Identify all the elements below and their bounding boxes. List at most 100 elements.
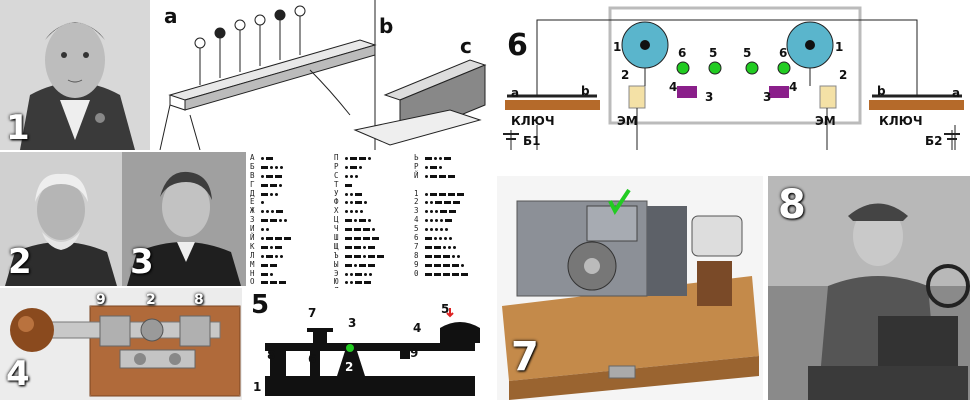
- diagram-num: 1: [613, 40, 622, 54]
- morse-dash: [430, 165, 437, 169]
- morse-row: 5: [414, 224, 470, 234]
- morse-dot: [461, 263, 464, 267]
- morse-dot: [449, 236, 452, 240]
- morse-dot: [425, 210, 428, 214]
- morse-dash: [430, 174, 437, 178]
- morse-dot: [425, 219, 428, 223]
- morse-dash: [359, 219, 366, 223]
- morse-dash: [363, 228, 370, 232]
- morse-dash: [345, 219, 352, 223]
- morse-row: Ш: [334, 233, 386, 243]
- part-label: 2: [345, 360, 354, 374]
- morse-row: Ц: [334, 215, 386, 225]
- portrait-2-image: [0, 152, 122, 286]
- morse-row: И: [250, 224, 293, 234]
- panel-number: 3: [130, 242, 154, 282]
- part-label: 9: [96, 292, 106, 308]
- morse-dot: [439, 165, 442, 169]
- circuit-diagram-image: [503, 6, 964, 150]
- morse-dot: [360, 210, 363, 214]
- contact-label-b: b: [877, 84, 886, 98]
- morse-dash: [266, 174, 273, 178]
- diagram-num: 5: [743, 46, 752, 60]
- morse-dash: [354, 228, 361, 232]
- part-label: 2: [146, 292, 156, 308]
- part-label: 1: [253, 380, 262, 394]
- morse-dash: [439, 174, 446, 178]
- em-label-right: ЭМ: [815, 114, 836, 128]
- morse-letter: Ш: [334, 233, 339, 243]
- morse-dash: [443, 272, 450, 276]
- morse-dot: [350, 210, 353, 214]
- morse-dash: [270, 219, 277, 223]
- morse-row: Ъ: [334, 250, 386, 261]
- key-schematic-image: [265, 308, 480, 396]
- telegraph-apparatus-image: [497, 176, 763, 400]
- diagram-num: 3: [705, 90, 714, 104]
- morse-letter: К: [250, 241, 255, 251]
- morse-dot: [457, 254, 460, 258]
- morse-dot: [355, 210, 358, 214]
- telegraph-key-panel: 4 9 2 8: [0, 288, 242, 400]
- morse-dash: [439, 192, 446, 196]
- morse-letter: 5: [414, 224, 419, 234]
- morse-dot: [369, 272, 372, 276]
- key-label-left: КЛЮЧ: [511, 114, 555, 128]
- morse-dot: [280, 165, 283, 169]
- morse-dash: [434, 254, 441, 258]
- morse-dot: [425, 174, 428, 178]
- morse-dot: [372, 228, 375, 232]
- morse-dash: [425, 263, 432, 267]
- morse-dot: [425, 228, 428, 232]
- morse-row: П: [334, 153, 386, 163]
- morse-dash: [345, 245, 352, 249]
- morse-letter: 3: [414, 206, 419, 216]
- morse-letter: Д: [250, 188, 255, 198]
- morse-dot: [430, 228, 433, 232]
- morse-dash: [377, 254, 384, 258]
- morse-dot: [266, 210, 269, 214]
- morse-letter: Н: [250, 268, 255, 278]
- operator-photo-panel: 8: [768, 176, 970, 400]
- morse-dash: [364, 281, 371, 285]
- morse-dot: [275, 192, 278, 196]
- morse-dot: [439, 236, 442, 240]
- morse-dot: [261, 228, 264, 232]
- part-label: 9: [410, 346, 419, 360]
- diagram-num: 2: [621, 68, 630, 82]
- morse-dot: [368, 219, 371, 223]
- morse-letter: 4: [414, 215, 419, 225]
- morse-dot: [439, 156, 442, 160]
- morse-dot: [350, 174, 353, 178]
- morse-dot: [443, 245, 446, 249]
- morse-dot: [284, 219, 287, 223]
- morse-letter: Ь: [414, 153, 419, 162]
- morse-letter: 8: [414, 250, 419, 260]
- morse-dot: [350, 201, 353, 205]
- part-label: 6: [308, 352, 317, 366]
- morse-row: 4: [414, 215, 470, 225]
- morse-letter: Л: [250, 250, 255, 260]
- morse-letter: Ж: [250, 206, 255, 216]
- morse-dot: [270, 272, 273, 276]
- morse-row: Ы: [334, 260, 386, 270]
- morse-dash: [448, 192, 455, 196]
- morse-dash: [266, 236, 273, 240]
- morse-row: Ь: [414, 153, 470, 163]
- morse-dash: [443, 263, 450, 267]
- morse-row: 8: [414, 250, 470, 261]
- morse-row: Й: [250, 233, 293, 243]
- morse-letter: В: [250, 170, 255, 180]
- morse-dash: [345, 183, 352, 187]
- morse-letter: Ъ: [334, 250, 339, 260]
- morse-row: О: [250, 278, 293, 287]
- morse-row: Р: [414, 162, 470, 172]
- morse-dot: [363, 245, 366, 249]
- morse-dash: [440, 210, 447, 214]
- morse-dot: [354, 219, 357, 223]
- morse-dash: [452, 272, 459, 276]
- morse-letter: Е: [250, 197, 255, 207]
- morse-dash: [275, 236, 282, 240]
